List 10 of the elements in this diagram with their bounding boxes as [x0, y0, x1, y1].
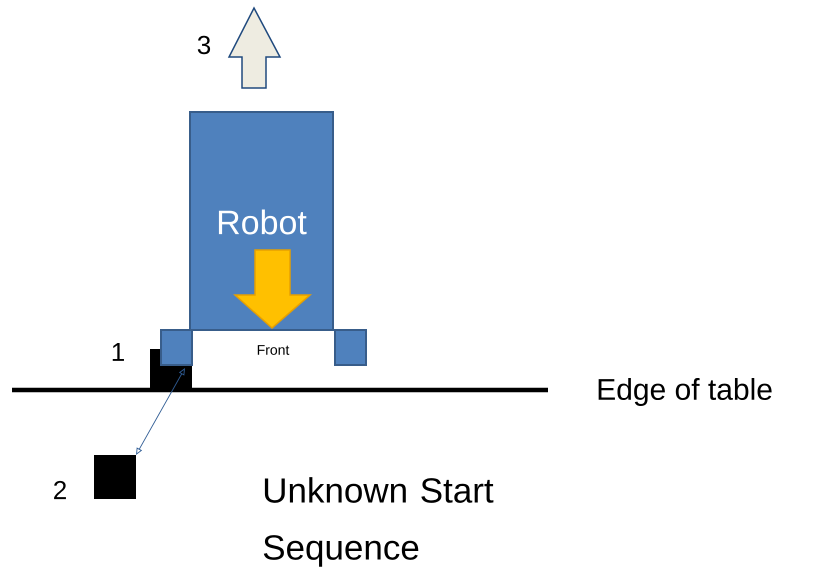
- sensor-box: [160, 329, 193, 366]
- callout-number: 3: [198, 36, 210, 54]
- sensor-box: [334, 329, 367, 366]
- callout-number: 1: [112, 343, 124, 361]
- callout-number: 2: [54, 480, 66, 500]
- block: [94, 454, 136, 499]
- caption-text: Edge of table: [598, 378, 772, 406]
- caption-text: Front: [258, 345, 290, 355]
- caption-text: Unknown Start Sequence: [264, 477, 494, 567]
- robot-box: Robot: [189, 111, 334, 331]
